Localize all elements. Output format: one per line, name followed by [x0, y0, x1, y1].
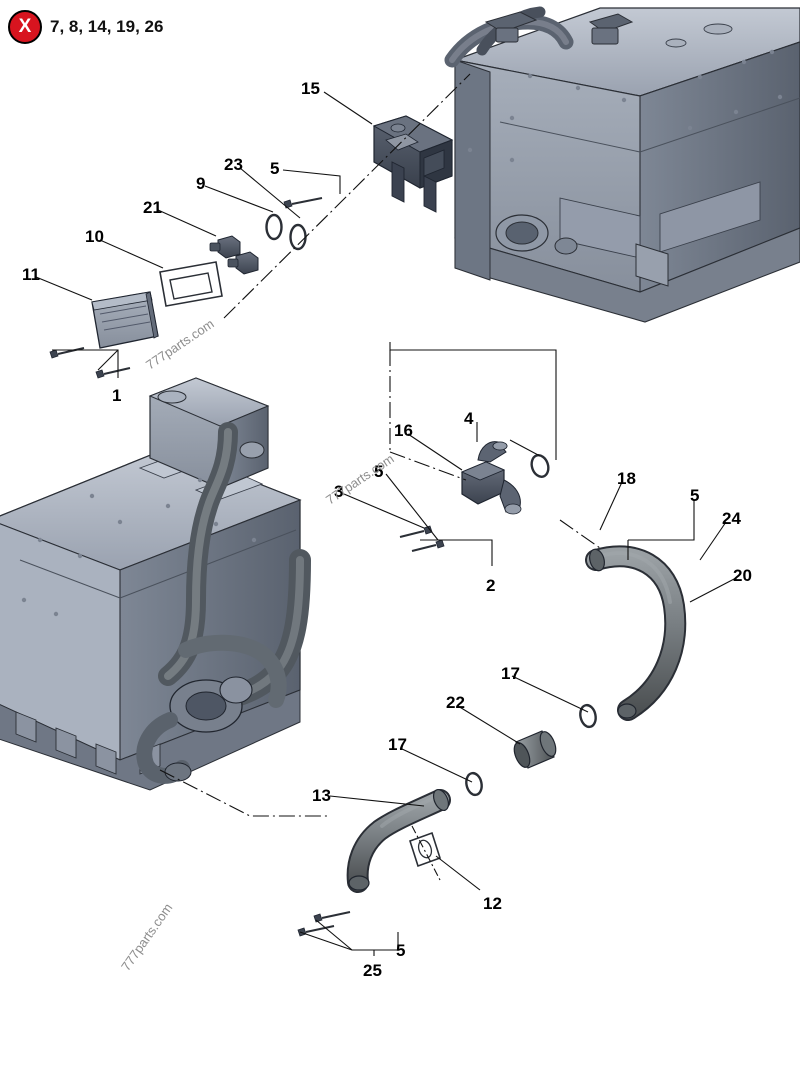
part-17-seal-upper	[579, 703, 597, 729]
part-20-tube	[585, 545, 687, 721]
part-11-cover	[91, 291, 159, 349]
part-15-manifold-bracket	[372, 115, 454, 213]
badge-label: 7, 8, 14, 19, 26	[50, 17, 164, 36]
part-12-gasket	[409, 831, 441, 868]
part-5-bolt-upper	[283, 197, 323, 209]
callout-10: 10	[85, 227, 104, 246]
callout-16: 16	[394, 421, 413, 440]
callout-13: 13	[312, 786, 331, 805]
part-17-seal-lower	[465, 771, 483, 797]
badge-symbol: X	[8, 10, 42, 44]
part-5-bolt-middle	[411, 539, 445, 552]
callout-22: 22	[446, 693, 465, 712]
callout-24: 24	[722, 509, 741, 528]
callout-17-upper: 17	[501, 664, 520, 683]
part-10-gasket	[159, 261, 223, 307]
callout-9: 9	[196, 174, 206, 193]
part-4-seal	[530, 454, 550, 478]
callout-17-lower: 17	[388, 735, 407, 754]
callout-15: 15	[301, 79, 320, 98]
callout-5-middle: 5	[374, 462, 384, 481]
engine-block-upper	[444, 6, 800, 323]
part-22-sleeve	[513, 730, 557, 769]
part-25-bolt	[297, 911, 351, 937]
callout-21: 21	[143, 198, 162, 217]
callout-12: 12	[483, 894, 502, 913]
callout-23: 23	[224, 155, 243, 174]
part-21-fittings	[209, 235, 259, 275]
engine-block-lower	[0, 377, 311, 791]
callout-5-right: 5	[690, 486, 700, 505]
part-9-seal	[265, 213, 283, 241]
part-23-seal	[289, 223, 307, 251]
callout-4: 4	[464, 409, 474, 428]
callout-11: 11	[22, 265, 40, 284]
warning-badge: X 7, 8, 14, 19, 26	[8, 10, 163, 44]
callout-2: 2	[486, 576, 496, 595]
callout-5-bottom: 5	[396, 941, 406, 960]
part-3-bolt	[399, 525, 433, 538]
part-1-bolts	[49, 347, 131, 379]
part-16-connector	[460, 441, 522, 515]
callout-5-upper: 5	[270, 159, 280, 178]
callout-20: 20	[733, 566, 752, 585]
leader-lines	[35, 73, 737, 956]
callout-25: 25	[363, 961, 382, 980]
callout-3: 3	[334, 482, 344, 501]
callout-18: 18	[617, 469, 636, 488]
part-13-tube	[346, 789, 451, 893]
callout-1: 1	[112, 386, 122, 405]
